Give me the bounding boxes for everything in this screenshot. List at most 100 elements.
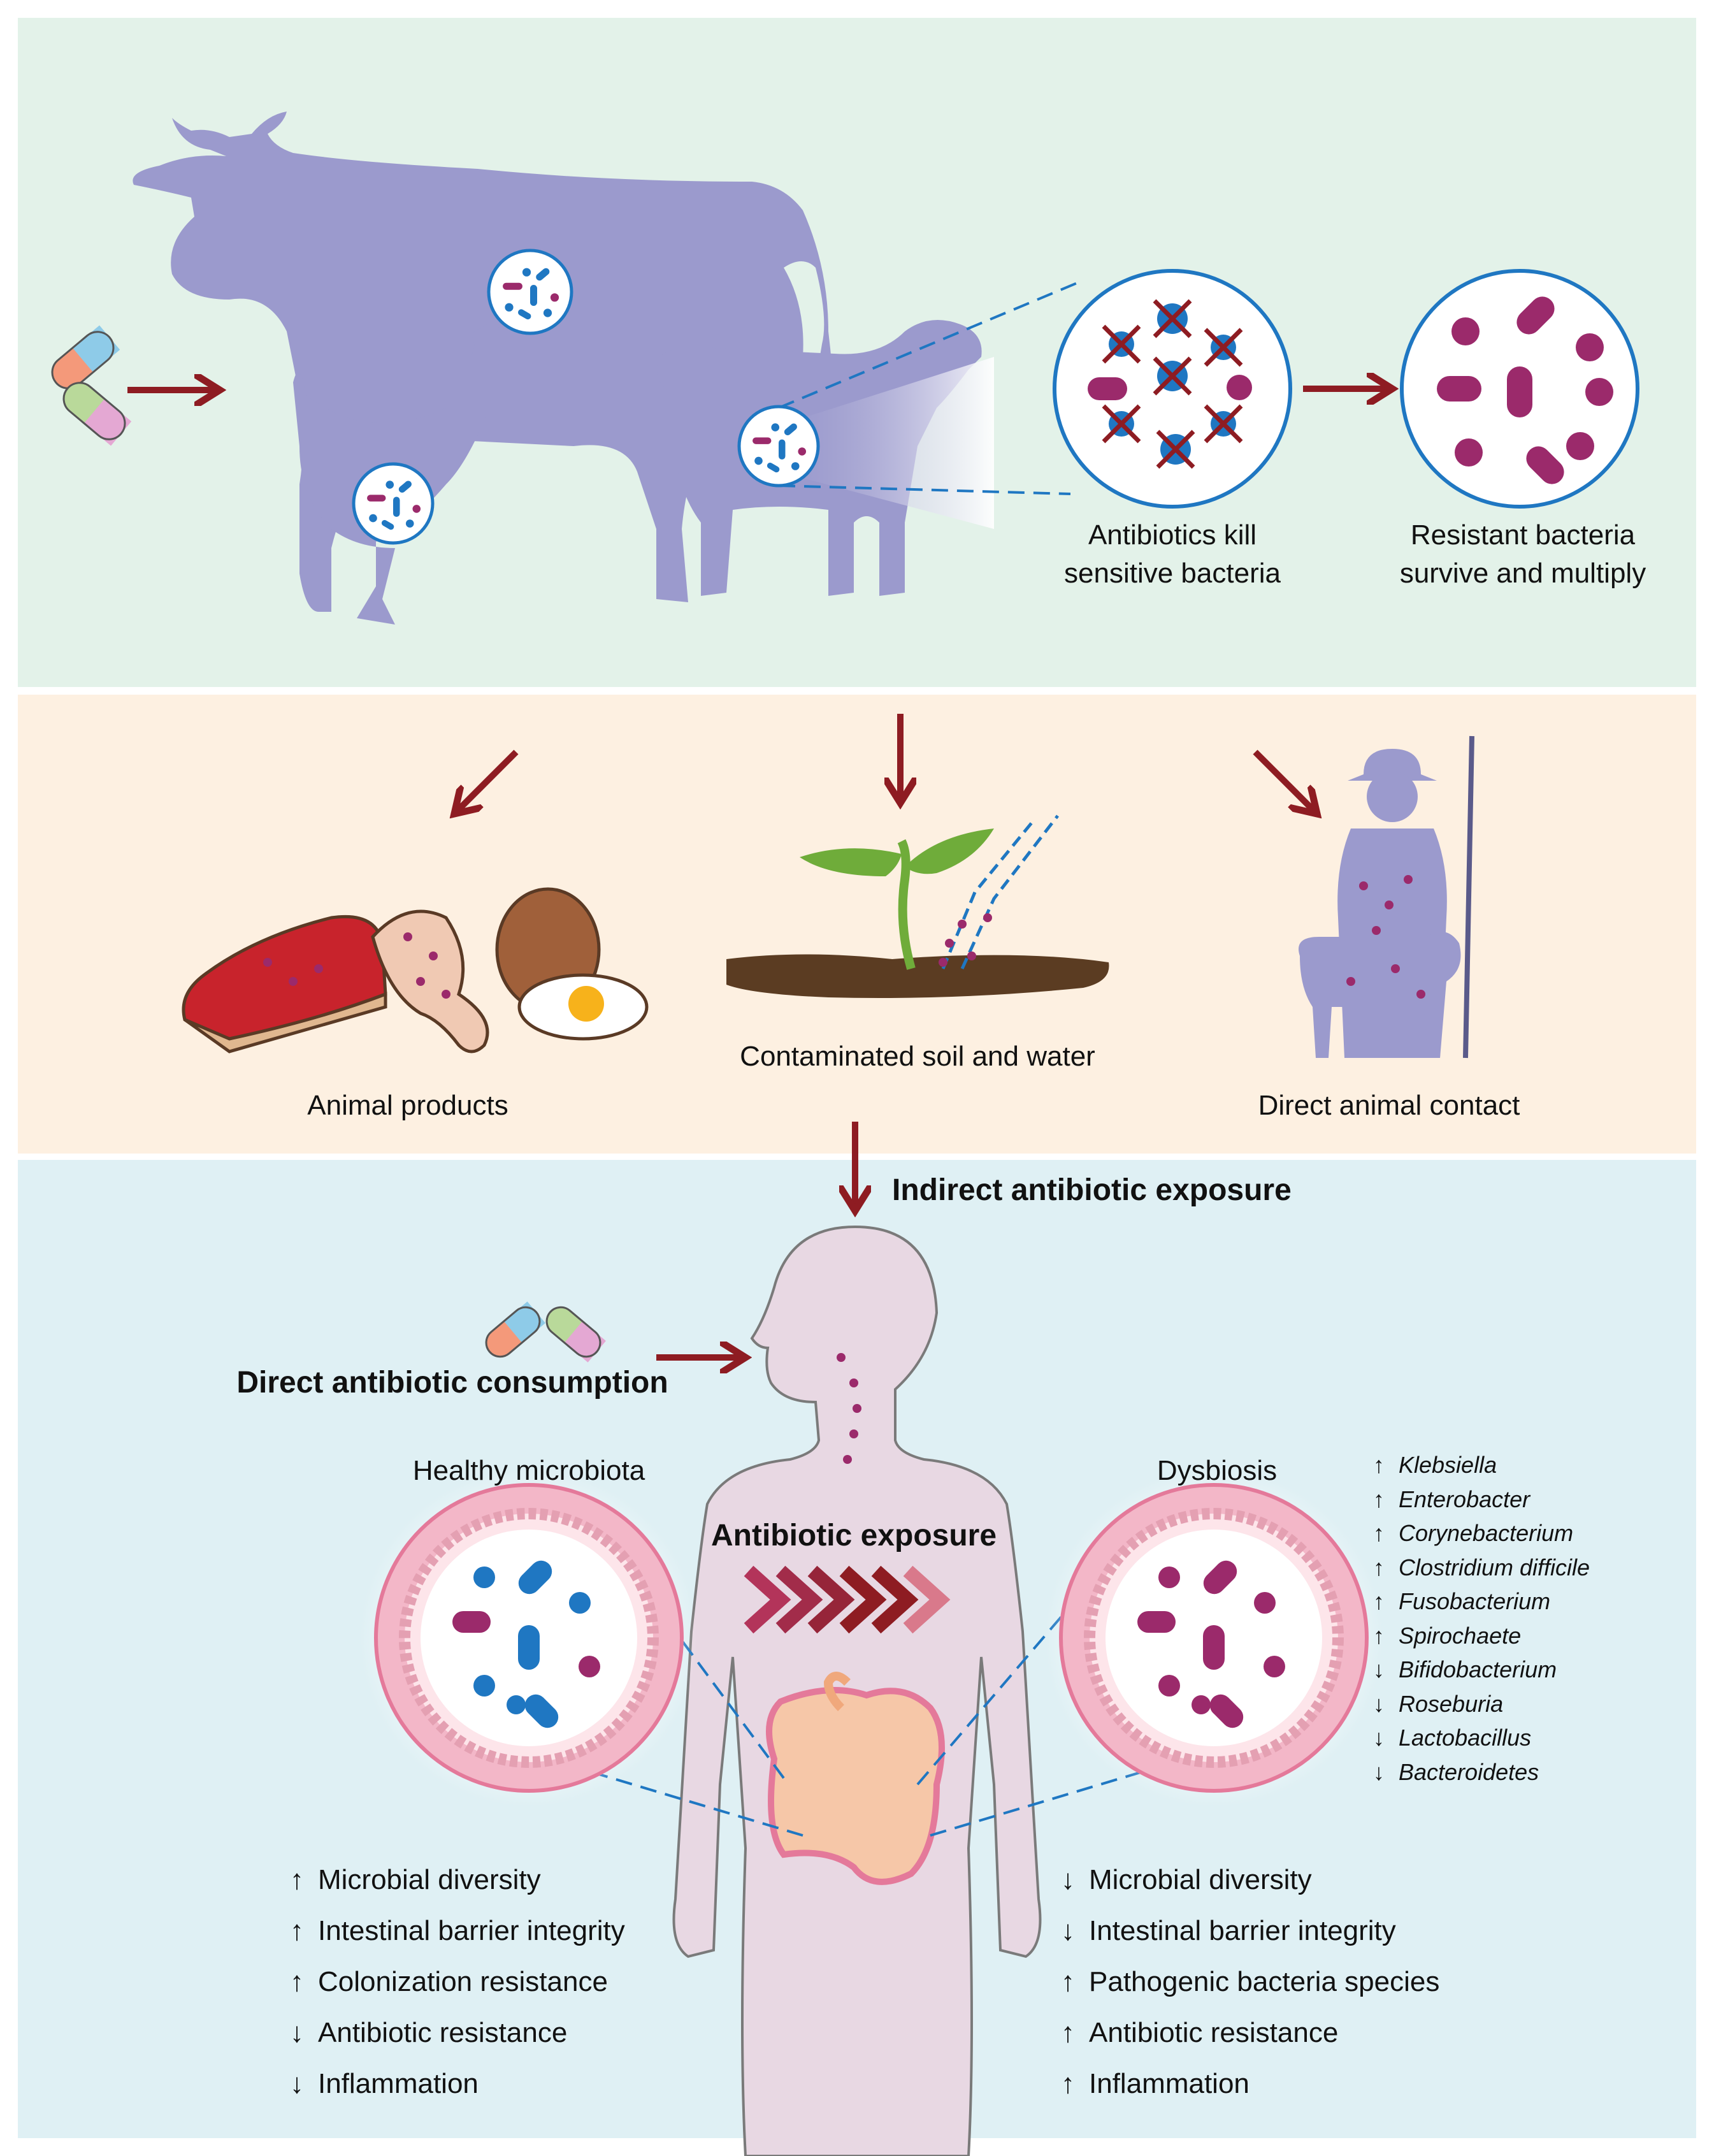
resistant-bacterium: [452, 1611, 491, 1633]
resistant-bacterium: [1455, 438, 1483, 467]
healthy-effect-item-text: Antibiotic resistance: [318, 2017, 568, 2048]
direct-consumption-label: Direct antibiotic consumption: [236, 1366, 668, 1400]
resistant-bacterium: [1404, 875, 1413, 884]
resistant-bacterium: [1576, 333, 1604, 361]
dysbiosis-effect-item-text: Intestinal barrier integrity: [1089, 1915, 1396, 1946]
resistant-bacterium: [798, 447, 807, 456]
taxon-item: ↑Spirochaete: [1373, 1619, 1679, 1653]
capsule-icon: [51, 325, 132, 446]
healthy-effect-item-text: Inflammation: [318, 2068, 479, 2099]
taxon-item: ↑ Klebsiella: [1373, 1448, 1679, 1482]
kill-cross-icon: [1153, 356, 1192, 396]
resistant-bacterium: [1507, 366, 1532, 417]
sensitive-bacterium: [507, 1695, 526, 1714]
capsule-pair-icon: [485, 1301, 606, 1363]
taxon-item-text: Spirochaete: [1399, 1622, 1522, 1649]
dysbiosis-effect-item-text: Inflammation: [1089, 2068, 1249, 2099]
resistant-bacterium: [1203, 1560, 1237, 1595]
taxon-item: ↓Lactobacillus: [1373, 1721, 1679, 1755]
taxon-item-text: Enterobacter: [1399, 1486, 1530, 1512]
up-arrow-icon: ↑: [1373, 1486, 1385, 1512]
taxon-item-text: Klebsiella: [1399, 1452, 1497, 1478]
sensitive-bacterium: [518, 1560, 552, 1595]
route-arrows: [459, 714, 1313, 1205]
taxon-item-text: Bacteroidetes: [1399, 1758, 1539, 1785]
resistant-bacterium: [1566, 432, 1594, 460]
down-arrow-icon: ↓: [290, 2068, 304, 2099]
dysbiosis-effect-item-text: Pathogenic bacteria species: [1089, 1966, 1440, 1997]
up-arrow-icon: ↑: [290, 1966, 304, 1997]
resistant-bacterium: [983, 913, 992, 922]
up-arrow-icon: ↑: [1373, 1554, 1385, 1581]
taxon-item-text: Bifidobacterium: [1399, 1656, 1557, 1682]
resistant-bacterium: [263, 958, 272, 967]
resistant-bacterium: [1416, 990, 1425, 999]
down-arrow-icon: ↓: [1373, 1690, 1385, 1717]
up-arrow-icon: ↑: [1061, 1966, 1075, 1997]
resistant-bacterium: [945, 939, 954, 948]
indirect-exposure-label: Indirect antibiotic exposure: [892, 1173, 1292, 1207]
soil-water-label: Contaminated soil and water: [740, 1041, 1095, 1072]
resist-label-line-2: survive and multiply: [1399, 558, 1646, 589]
down-arrow-icon: ↓: [1373, 1656, 1385, 1682]
resistant-bacterium: [849, 1429, 858, 1438]
resistant-bacterium: [1372, 926, 1381, 935]
up-arrow-icon: ↑: [290, 1864, 304, 1895]
down-arrow-icon: ↓: [1061, 1915, 1075, 1946]
resistant-bacterium: [939, 958, 947, 967]
healthy-effect-item: ↑ Colonization resistance: [290, 1957, 698, 2008]
down-arrow-icon: ↓: [290, 2017, 304, 2048]
dysbiosis-effect-item: ↑ Pathogenic bacteria species: [1061, 1957, 1520, 2008]
taxon-item-text: Clostridium difficile: [1399, 1554, 1590, 1581]
dysbiosis-title: Dysbiosis: [1156, 1455, 1278, 1486]
kill-cross-icon: [1102, 324, 1141, 364]
kill-cross-icon: [1102, 404, 1141, 444]
taxon-item: ↑ Corynebacterium: [1373, 1516, 1679, 1551]
resistant-bacterium: [1585, 378, 1613, 406]
kill-cross-icon: [1204, 404, 1243, 444]
resistant-bacterium: [1158, 1675, 1180, 1697]
up-arrow-icon: ↑: [1373, 1452, 1385, 1478]
healthy-effect-item: ↑ Microbial diversity: [290, 1855, 698, 1906]
resistant-bacterium: [853, 1404, 861, 1413]
taxon-item-text: Corynebacterium: [1399, 1520, 1574, 1546]
sensitive-bacterium: [779, 439, 786, 459]
taxon-item: ↑Fusobacterium: [1373, 1584, 1679, 1619]
sensitive-bacterium: [543, 308, 552, 317]
sensitive-bacterium: [767, 462, 780, 473]
sensitive-bacterium: [524, 1694, 559, 1728]
resistant-bacterium: [837, 1353, 846, 1362]
healthy-effect-item-text: Microbial diversity: [318, 1864, 541, 1895]
resistant-bacterium: [403, 932, 412, 941]
sensitive-bacterium: [771, 423, 780, 431]
resistant-bacterium: [550, 293, 559, 302]
kill-label-line-2: sensitive bacteria: [1064, 558, 1281, 589]
resistant-bacterium: [1526, 446, 1564, 484]
resistant-bacterium: [1391, 964, 1400, 973]
resistant-bacterium: [289, 977, 298, 986]
dysbiosis-effect-item: ↓Microbial diversity: [1061, 1855, 1520, 1906]
animal-contact-label: Direct animal contact: [1258, 1090, 1520, 1121]
sensitive-bacterium: [569, 1592, 591, 1614]
resistant-bacterium: [367, 495, 386, 502]
sensitive-bacterium: [518, 1625, 540, 1670]
resistant-bacterium: [1158, 1566, 1180, 1588]
healthy-effect-item-text: Colonization resistance: [318, 1966, 608, 1997]
healthy-effect-item-text: Intestinal barrier integrity: [318, 1915, 625, 1946]
sensitive-bacterium: [522, 268, 531, 277]
antibiotic-exposure-label: Antibiotic exposure: [710, 1519, 997, 1552]
kill-label-line-1: Antibiotics kill: [1088, 519, 1257, 551]
dysbiosis-effect-item: ↑Antibiotic resistance: [1061, 2008, 1520, 2058]
sensitive-bacterium: [518, 309, 531, 320]
resistant-bacterium: [1385, 901, 1394, 909]
healthy-effect-item: ↓ Inflammation: [290, 2058, 698, 2109]
sensitive-bacterium: [784, 423, 797, 436]
sensitive-bacterium: [405, 519, 414, 528]
dysbiosis-effects-list: ↓Microbial diversity ↓ Intestinal barrier …: [1061, 1855, 1520, 2109]
resistant-bacterium: [1227, 375, 1252, 400]
taxon-item: ↓Bacteroidetes: [1373, 1755, 1679, 1790]
up-arrow-icon: ↑: [290, 1915, 304, 1946]
up-arrow-icon: ↑: [1373, 1520, 1385, 1546]
resistant-bacterium: [849, 1378, 858, 1387]
resistant-bacterium: [412, 505, 421, 513]
